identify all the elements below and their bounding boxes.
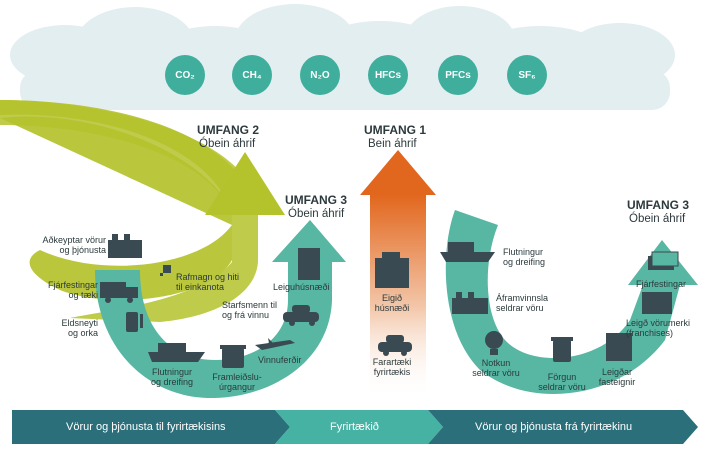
scope2-subtitle: Óbein áhrif [199, 138, 256, 150]
cloud-band [10, 4, 675, 110]
label-electricity: Rafmagn og hiti til einkanota [176, 272, 240, 292]
label-investments: Fjárfestingar [636, 279, 687, 289]
factory-icon-upstream [108, 234, 142, 258]
label-downstream-transport: Flutningur og dreifing [503, 247, 546, 267]
scope1-subtitle: Bein áhrif [368, 138, 417, 150]
gas-pfcs-label: PFCs [445, 69, 471, 81]
scope3-downstream-arrow [445, 210, 698, 394]
label-commuting: Starfsmenn til og frá vinnu [222, 300, 278, 320]
label-upstream-transport: Flutningur og dreifing [150, 367, 194, 387]
building-icon-leased [298, 248, 320, 280]
gas-sf6-label: SF₆ [518, 69, 536, 81]
gas-ch4: CH₄ [232, 55, 272, 95]
scope3-downstream-title: UMFANG 3 [627, 198, 690, 212]
building-icon-downstream-leased [606, 333, 632, 361]
label-business-travel: Vinnuferðir [258, 355, 302, 365]
store-icon-franchise [642, 292, 672, 314]
gas-ch4-label: CH₄ [242, 69, 262, 81]
waste-bin-icon [220, 345, 246, 368]
label-capital-goods: Fjárfestingar og tæki [47, 280, 98, 300]
gas-sf6: SF₆ [507, 55, 547, 95]
ship-icon-upstream [148, 343, 205, 362]
light-bulb-icon [485, 331, 503, 355]
bar-label-upstream: Vörur og þjónusta til fyrirtækisins [66, 421, 226, 433]
gas-co2-label: CO₂ [175, 69, 195, 81]
label-downstream-leased: Leigðar fasteignir [598, 367, 636, 387]
label-waste: Framleiðslu- úrgangur [212, 372, 262, 392]
bar-label-downstream: Vörur og þjónusta frá fyrirtækinu [475, 421, 633, 433]
truck-icon [100, 282, 138, 303]
bottom-bar [12, 410, 698, 444]
car-icon-commute [283, 305, 319, 326]
scope3-downstream-subtitle: Óbein áhrif [629, 213, 686, 225]
plane-icon [255, 338, 295, 350]
scope1-title: UMFANG 1 [364, 123, 427, 137]
factory-icon-downstream [452, 292, 488, 314]
recycle-bin-icon [551, 337, 573, 362]
label-purchased-goods: Aðkeyptar vörur og þjónusta [42, 235, 106, 255]
scope2-arrow [0, 116, 232, 301]
gas-n2o: N₂O [300, 55, 340, 95]
label-use-of-products: Notkun seldrar vöru [472, 358, 520, 378]
ship-icon-downstream [440, 242, 495, 262]
gas-hfcs: HFCs [368, 55, 408, 95]
label-upstream-leased: Leiguhúsnæði [273, 282, 330, 292]
label-company-vehicles: Farartæki fyrirtækis [372, 357, 412, 377]
label-processing: Áframvinnsla seldrar vöru [496, 293, 549, 313]
scope3-upstream-subtitle: Óbein áhrif [288, 208, 345, 220]
label-fuel-energy: Eldsneyti og orka [61, 318, 98, 338]
gas-hfcs-label: HFCs [374, 69, 402, 81]
fuel-pump-icon [126, 312, 143, 332]
gas-co2: CO₂ [165, 55, 205, 95]
investments-icon [648, 251, 679, 270]
label-end-of-life: Förgun seldrar vöru [538, 372, 586, 392]
gas-n2o-label: N₂O [310, 69, 330, 81]
building-icon-own [375, 252, 409, 288]
scope3-upstream-title: UMFANG 3 [285, 193, 348, 207]
label-franchises: Leigð vörumerki (franchises) [626, 318, 691, 338]
car-icon-company [378, 335, 412, 356]
bar-label-company: Fyrirtækið [330, 421, 379, 433]
label-own-facilities: Eigið húsnæði [374, 293, 410, 313]
gas-pfcs: PFCs [438, 55, 478, 95]
plug-icon [160, 265, 171, 276]
scope2-title: UMFANG 2 [197, 123, 260, 137]
